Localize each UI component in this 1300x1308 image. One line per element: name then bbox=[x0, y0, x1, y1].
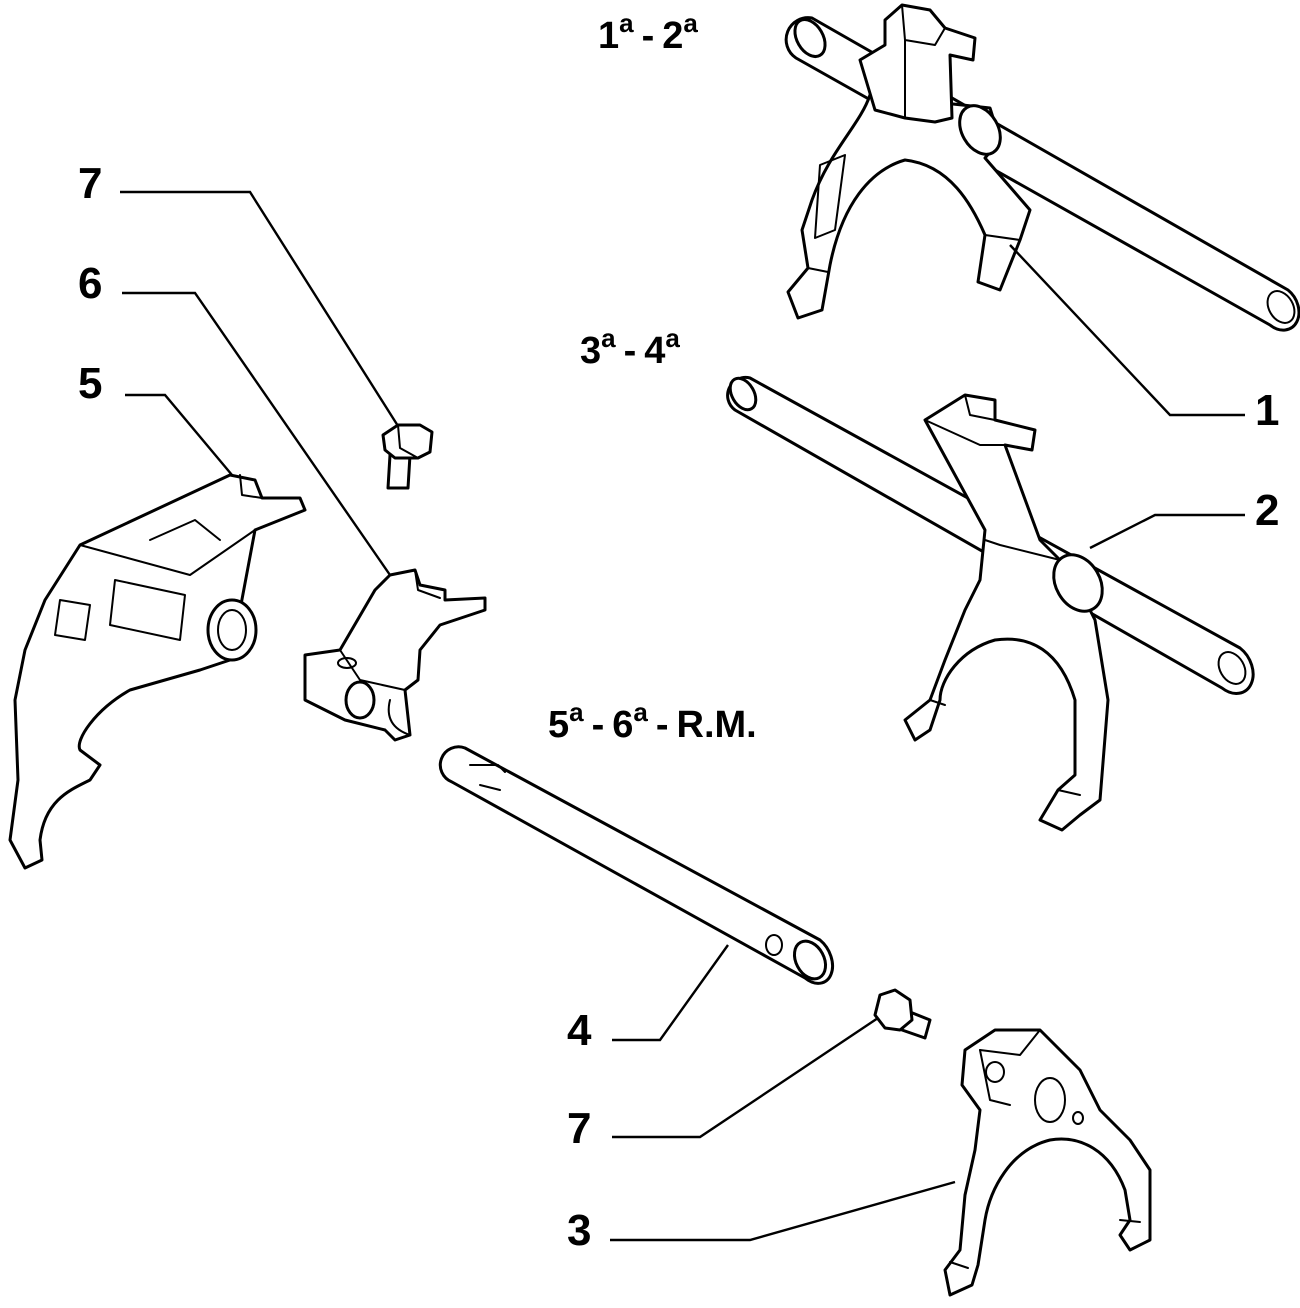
leader-line-3 bbox=[610, 1180, 956, 1242]
group-label-1-2: 1a-2a bbox=[598, 8, 698, 57]
callout-7-lower: 7 bbox=[567, 1104, 591, 1153]
callout-3: 3 bbox=[567, 1206, 591, 1255]
part-fork-rod-1-2 bbox=[784, 3, 1300, 332]
part-fork-rod-3-4 bbox=[726, 375, 1255, 832]
callout-4: 4 bbox=[567, 1006, 592, 1055]
group-label-5-6-rm: 5a-6a-R.M. bbox=[548, 697, 757, 746]
leader-line-6 bbox=[122, 291, 391, 576]
leader-line-2 bbox=[1089, 513, 1245, 550]
callout-1: 1 bbox=[1255, 386, 1279, 435]
callout-5: 5 bbox=[78, 359, 102, 408]
leader-line-5 bbox=[125, 393, 233, 476]
part-rod-4 bbox=[438, 745, 835, 985]
leader-line-7-upper bbox=[120, 190, 400, 427]
callout-2: 2 bbox=[1255, 486, 1279, 535]
part-shift-fork-3 bbox=[943, 1028, 1152, 1297]
group-label-3-4: 3a-4a bbox=[580, 323, 680, 372]
leader-line-7-lower bbox=[612, 1017, 879, 1139]
part-selector-block-6 bbox=[303, 568, 487, 742]
leader-line-1 bbox=[1009, 244, 1245, 417]
part-bolt-7-lower bbox=[873, 988, 932, 1040]
part-bolt-7-upper bbox=[381, 423, 434, 490]
callout-7-upper: 7 bbox=[78, 159, 102, 208]
callout-6: 6 bbox=[78, 259, 102, 308]
part-shift-fork-5 bbox=[8, 473, 307, 870]
leader-line-4 bbox=[612, 944, 729, 1042]
